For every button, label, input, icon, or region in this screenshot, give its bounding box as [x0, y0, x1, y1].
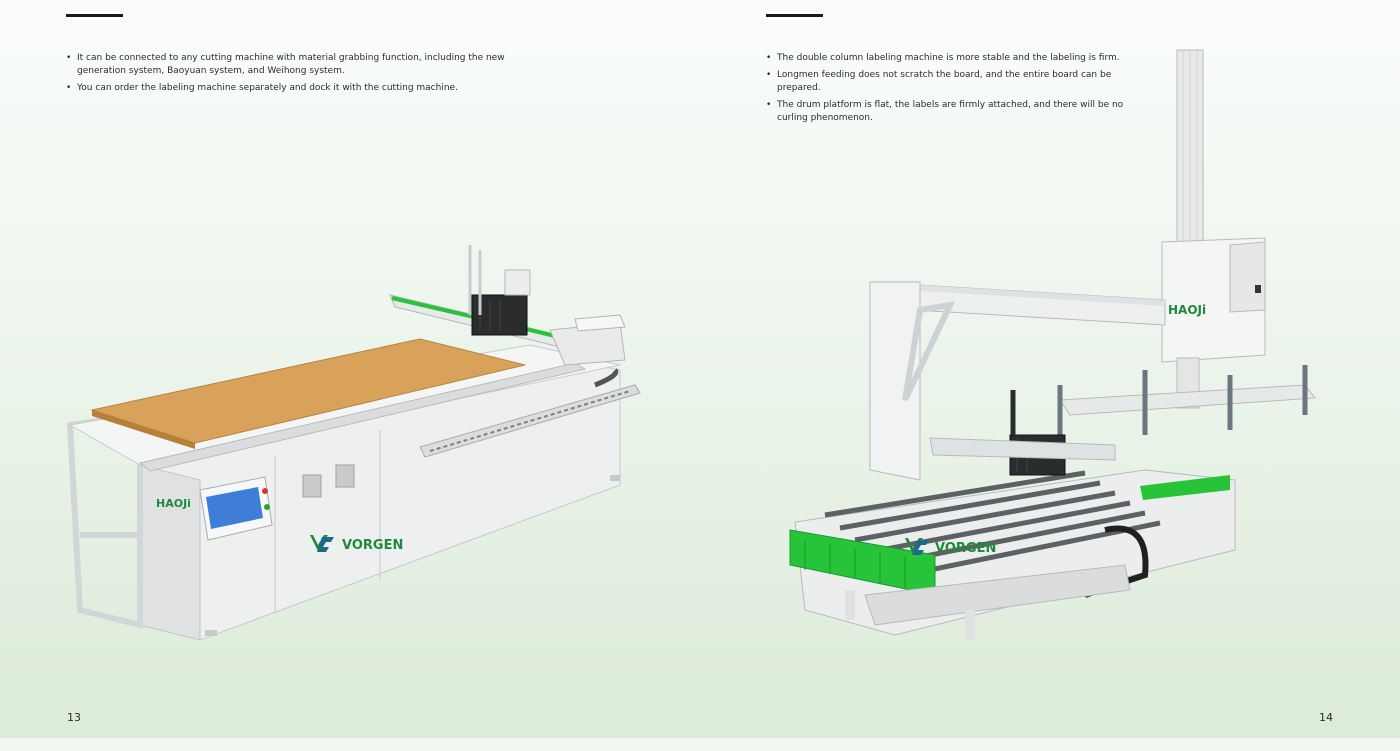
vorgen-v-logo-icon — [310, 535, 334, 552]
vorgen-logo-text: VORGEN — [342, 538, 403, 553]
page-number: 13 — [67, 711, 81, 724]
left-page: It can be connected to any cutting machi… — [0, 0, 700, 738]
feature-list-left: It can be connected to any cutting machi… — [66, 52, 506, 99]
section-rule — [766, 14, 823, 17]
feature-item: The drum platform is flat, the labels ar… — [766, 99, 1126, 125]
labeling-machine-illustration: HAOJi VORGEN — [66, 245, 641, 641]
feature-item: You can order the labeling machine separ… — [66, 82, 506, 95]
right-page: The double column labeling machine is mo… — [700, 0, 1400, 738]
machine-brand-label: HAOJi — [156, 497, 191, 510]
page-number: 14 — [1319, 711, 1333, 724]
vorgen-logo-text: VORGEN — [935, 541, 996, 556]
feature-list-right: The double column labeling machine is mo… — [766, 52, 1126, 129]
feature-item: It can be connected to any cutting machi… — [66, 52, 506, 78]
double-column-labeling-machine-illustration: HAOJi — [789, 49, 1316, 640]
feature-item: The double column labeling machine is mo… — [766, 52, 1126, 65]
section-rule — [66, 14, 123, 17]
feature-item: Longmen feeding does not scratch the boa… — [766, 69, 1126, 95]
machine-brand-label: HAOJi — [1168, 303, 1206, 317]
vorgen-v-logo-icon — [905, 538, 929, 555]
footer-strip — [0, 738, 1400, 751]
